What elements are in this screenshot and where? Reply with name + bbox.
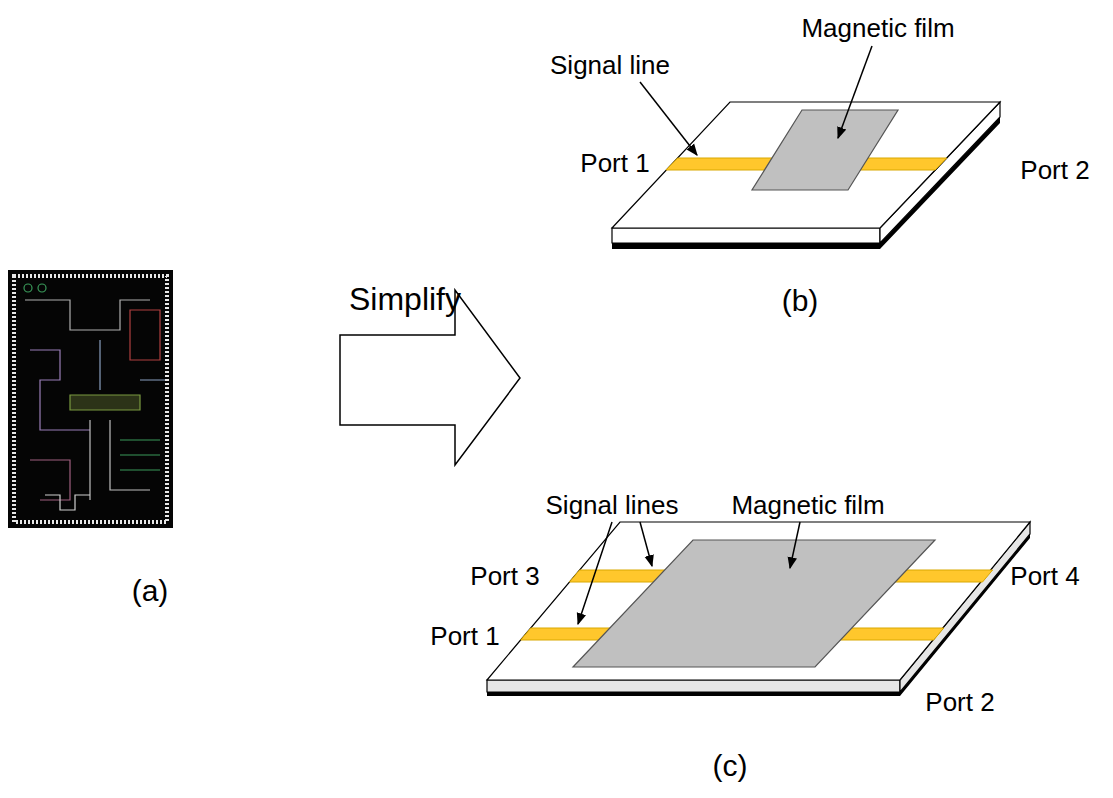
board-edge: [487, 680, 900, 692]
part-label: Signal line: [550, 51, 670, 80]
part-label: Magnetic film: [731, 491, 884, 520]
magnetic-film: [573, 540, 935, 667]
port-label: Port 1: [430, 622, 499, 651]
chip-photo: [8, 270, 173, 528]
part-label: Magnetic film: [801, 14, 954, 43]
board-top: [487, 522, 1030, 680]
panel-label: (a): [132, 574, 169, 607]
leader-line: [640, 82, 697, 155]
port-label: Port 2: [925, 688, 994, 717]
port-label: Port 1: [580, 149, 649, 178]
step-label: Simplify: [349, 282, 461, 317]
leader-line: [838, 46, 872, 138]
board-b: [612, 46, 1000, 249]
port-label: Port 3: [470, 562, 539, 591]
panel-label: (c): [713, 749, 748, 782]
part-label: Signal lines: [546, 491, 679, 520]
magnetic-film: [752, 110, 898, 190]
leader-line: [640, 522, 652, 566]
panel-label: (b): [782, 284, 819, 317]
chip-pads: [14, 276, 167, 522]
leader-line: [578, 522, 612, 624]
chip-die: [8, 270, 173, 528]
port-label: Port 4: [1010, 562, 1079, 591]
chip-wiring: [24, 284, 165, 510]
board-edge: [612, 228, 880, 243]
port-label: Port 2: [1020, 156, 1089, 185]
board-c: [487, 522, 1030, 696]
leader-line: [790, 522, 800, 568]
